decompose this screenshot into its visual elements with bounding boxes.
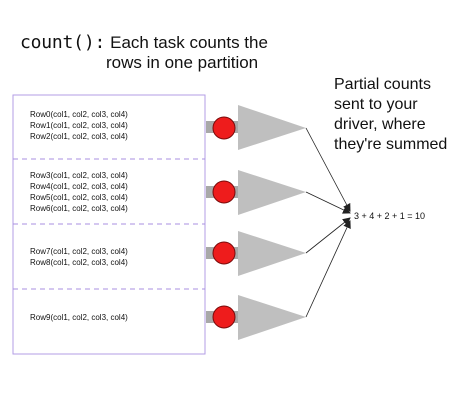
task-dot [212,116,236,140]
partition-2-rows: Row3(col1, col2, col3, col4) Row4(col1, … [30,171,128,213]
driver-note-line-3: driver, where [334,116,426,133]
driver-note-line-4: they're summed [334,136,448,153]
sum-expression: 3 + 4 + 2 + 1 = 10 [354,211,425,221]
connector-arrow [305,220,351,318]
task-dot [212,305,236,329]
task-1 [206,105,306,150]
driver-note-line-1: Partial counts [334,76,431,93]
partition-3-rows: Row7(col1, col2, col3, col4) Row8(col1, … [30,247,128,267]
header-line-2: rows in one partition [20,53,460,73]
row-text: Row6(col1, col2, col3, col4) [30,204,128,213]
row-text: Row2(col1, col2, col3, col4) [30,132,128,141]
task-arrow-head [238,170,306,215]
connector-arrow [305,217,351,254]
task-3 [206,231,306,276]
header-description-line2: rows in one partition [106,53,259,72]
task-arrow-head [238,295,306,340]
partition-4-rows: Row9(col1, col2, col3, col4) [30,313,128,322]
partitions-container [12,94,206,355]
row-text: Row8(col1, col2, col3, col4) [30,258,128,267]
header-line-1: count():Each task counts the [20,33,460,53]
row-text: Row4(col1, col2, col3, col4) [30,182,128,191]
header: count():Each task counts the rows in one… [20,33,460,73]
row-text: Row7(col1, col2, col3, col4) [30,247,128,256]
task-dot [212,241,236,265]
code-label: count(): [20,32,106,53]
task-arrow-head [238,231,306,276]
connector-arrow [305,127,351,212]
row-text: Row1(col1, col2, col3, col4) [30,121,128,130]
row-text: Row0(col1, col2, col3, col4) [30,110,128,119]
row-text: Row3(col1, col2, col3, col4) [30,171,128,180]
partition-1-rows: Row0(col1, col2, col3, col4) Row1(col1, … [30,110,128,141]
converging-arrows [305,127,351,318]
driver-note-line-2: sent to your [334,96,418,113]
row-text: Row9(col1, col2, col3, col4) [30,313,128,322]
task-4 [206,295,306,340]
task-arrow-head [238,105,306,150]
header-description-line1: Each task counts the [110,33,268,52]
task-dot [212,180,236,204]
task-2 [206,170,306,215]
driver-note: Partial counts sent to your driver, wher… [334,75,474,155]
row-text: Row5(col1, col2, col3, col4) [30,193,128,202]
connector-arrow [305,191,351,214]
